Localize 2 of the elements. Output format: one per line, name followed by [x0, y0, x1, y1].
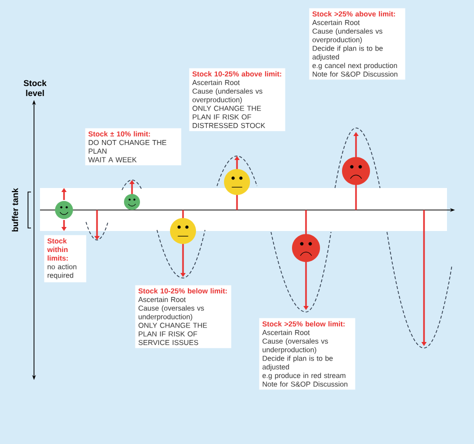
axis-label: buffer tank — [12, 188, 18, 232]
axis-label: Stock level — [24, 80, 47, 96]
